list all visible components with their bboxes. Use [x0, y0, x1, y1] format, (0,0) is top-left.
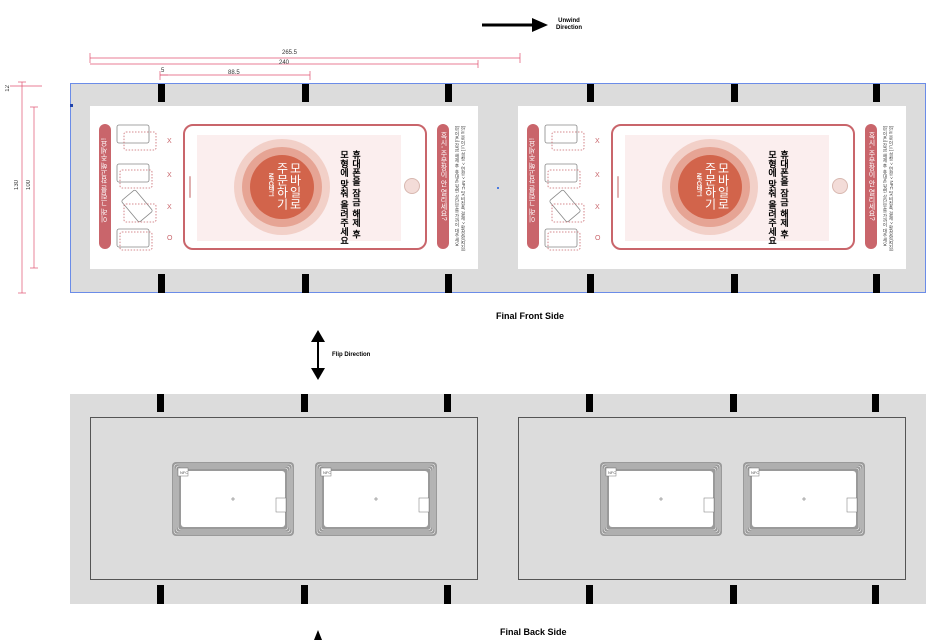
reg-mark — [731, 84, 738, 102]
mark-x-2: X — [595, 172, 600, 179]
chip-label: NFC — [751, 470, 760, 475]
dim-5: 5 — [161, 68, 165, 74]
reg-mark — [587, 84, 594, 102]
instruction-line-1: 휴대폰을 잠금 해제 후 — [351, 150, 361, 239]
unwind-label-line2: Direction — [556, 25, 583, 31]
reg-mark — [587, 274, 594, 293]
nfc-circle-small-text: NFC태그 — [695, 173, 701, 198]
reg-mark — [158, 84, 165, 102]
fine-print-2: [아이폰] 잠금 해제 후 휴대폰 뒷면 상단부를 가까이 대주세요 — [883, 126, 888, 247]
instruction-line-2: 모형에 맞춰 올려주세요 — [767, 150, 777, 246]
phone-diagrams — [544, 124, 585, 251]
dim-12: 12 — [5, 85, 11, 92]
reg-mark — [872, 394, 879, 412]
left-banner: 이래 그림을 참고해 주세요! — [527, 124, 539, 249]
instruction-line-2: 모형에 맞춰 올려주세요 — [339, 150, 349, 246]
reg-mark — [872, 585, 879, 604]
reg-mark — [302, 274, 309, 293]
reg-mark — [730, 585, 737, 604]
left-banner-text: 이래 그림을 참고해 주세요! — [101, 138, 108, 223]
caption-back: Final Back Side — [500, 627, 567, 637]
mark-x-1: X — [595, 138, 600, 145]
mark-x-3: X — [595, 204, 600, 211]
nfc-circle-small-text: NFC태그 — [267, 173, 273, 198]
phone-home-button — [832, 178, 848, 194]
nfc-circle-main-1: 모바일로 — [288, 162, 302, 210]
left-banner-text: 이래 그림을 참고해 주세요! — [529, 138, 536, 223]
right-banner-text: 혹시, 주문창이 안 열리세요? — [440, 132, 447, 221]
right-banner: 혹시, 주문창이 안 열리세요? — [437, 124, 449, 249]
reg-mark — [731, 274, 738, 293]
reg-mark — [302, 84, 309, 102]
back-card-2 — [518, 417, 906, 580]
front-card-1: 이래 그림을 참고해 주세요! X X X O NFC태그 모바일로 주문하기 … — [90, 106, 478, 269]
reg-mark — [301, 585, 308, 604]
reg-mark — [873, 84, 880, 102]
front-card-2: 이래 그림을 참고해 주세요! X X X O NFC태그 모바일로 주문하기 … — [518, 106, 906, 269]
right-banner-text: 혹시, 주문창이 안 열리세요? — [868, 132, 875, 221]
mark-x-1: X — [167, 138, 172, 145]
mark-x-2: X — [167, 172, 172, 179]
reg-mark — [445, 84, 452, 102]
unwind-arrow — [482, 18, 548, 32]
reg-mark — [158, 274, 165, 293]
reg-mark — [157, 394, 164, 412]
dim-100: 100 — [26, 180, 32, 191]
arrow-up-icon — [314, 630, 322, 640]
nfc-circle-main-2: 주문하기 — [703, 162, 717, 210]
mark-x-3: X — [167, 204, 172, 211]
left-banner: 이래 그림을 참고해 주세요! — [99, 124, 111, 249]
chip-label: NFC — [323, 470, 332, 475]
dim-130: 130 — [14, 180, 20, 191]
reg-mark — [157, 585, 164, 604]
reg-mark — [586, 394, 593, 412]
mark-o: O — [595, 235, 601, 242]
instruction-line-1: 휴대폰을 잠금 해제 후 — [779, 150, 789, 239]
arrow-right-icon — [482, 18, 548, 32]
dimension-lines — [10, 53, 521, 294]
back-card-1 — [90, 417, 478, 580]
unwind-label-line1: Unwind — [558, 18, 580, 24]
dim-240: 240 — [279, 60, 290, 66]
phone-speaker — [189, 176, 191, 198]
reg-mark — [444, 585, 451, 604]
chip-label: NFC — [180, 470, 189, 475]
reg-mark — [301, 394, 308, 412]
register-dot — [70, 104, 73, 107]
nfc-circle-main-2: 주문하기 — [275, 162, 289, 210]
right-banner: 혹시, 주문창이 안 열리세요? — [865, 124, 877, 249]
flip-arrow-icon — [311, 330, 325, 380]
reg-mark — [873, 274, 880, 293]
fine-print-2: [아이폰] 잠금 해제 후 휴대폰 뒷면 상단부를 가까이 대주세요 — [455, 126, 460, 247]
chip-label: NFC — [608, 470, 617, 475]
reg-mark — [586, 585, 593, 604]
reg-mark — [445, 274, 452, 293]
reg-mark — [730, 394, 737, 412]
unwind-label: Unwind Direction — [556, 18, 582, 32]
flip-label: Flip Direction — [332, 352, 371, 358]
nfc-circle-inner — [250, 155, 314, 219]
caption-front: Final Front Side — [496, 311, 565, 321]
fine-print-1: [안드로이드] 설정 > 연결 > NFC 및 비접촉 결제 > 활성화(켜짐) — [889, 126, 894, 252]
reg-mark — [444, 394, 451, 412]
phone-speaker — [617, 176, 619, 198]
register-dot — [497, 187, 499, 189]
nfc-circle-inner — [678, 155, 742, 219]
fine-print-1: [안드로이드] 설정 > 연결 > NFC 및 비접촉 결제 > 활성화(켜짐) — [461, 126, 466, 252]
dim-88: 88.5 — [228, 70, 240, 76]
mark-o: O — [167, 235, 173, 242]
phone-home-button — [404, 178, 420, 194]
phone-diagrams — [116, 124, 157, 251]
nfc-circle-main-1: 모바일로 — [716, 162, 730, 210]
dim-265: 265.5 — [282, 50, 298, 56]
